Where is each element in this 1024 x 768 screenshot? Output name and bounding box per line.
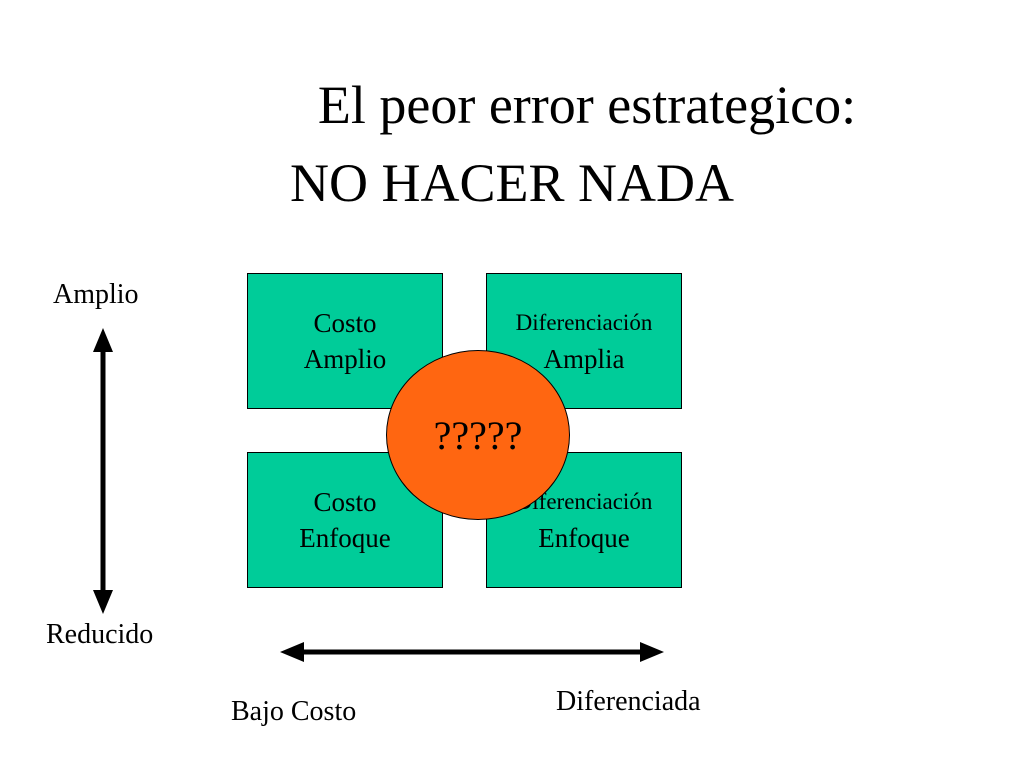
quadrant-line-1: Costo: [313, 308, 377, 338]
quadrant-line-2: Enfoque: [299, 523, 391, 553]
quadrant-line-1: Diferenciación: [515, 310, 653, 335]
quadrant-diferenciacion-amplia: Diferenciación Amplia: [486, 273, 682, 409]
horizontal-double-arrow: [280, 642, 664, 662]
vertical-double-arrow: [93, 328, 113, 614]
slide-title: El peor error estrategico: NO HACER NADA: [0, 66, 1024, 222]
horizontal-axis-right-label: Diferenciada: [556, 686, 701, 717]
stuck-in-the-middle-circle: ?????: [386, 350, 570, 520]
quadrant-line-2: Amplio: [303, 344, 387, 374]
quadrant-line-2: Enfoque: [538, 523, 630, 553]
center-label: ?????: [433, 412, 523, 458]
title-line-2: NO HACER NADA: [290, 153, 734, 213]
quadrant-line-1: Costo: [313, 487, 377, 517]
horizontal-axis-left-label: Bajo Costo: [231, 696, 357, 727]
vertical-axis-top-label: Amplio: [53, 279, 139, 310]
title-line-1: El peor error estrategico:: [317, 75, 857, 135]
quadrant-line-2: Amplia: [543, 344, 625, 374]
vertical-axis-bottom-label: Reducido: [46, 619, 154, 650]
